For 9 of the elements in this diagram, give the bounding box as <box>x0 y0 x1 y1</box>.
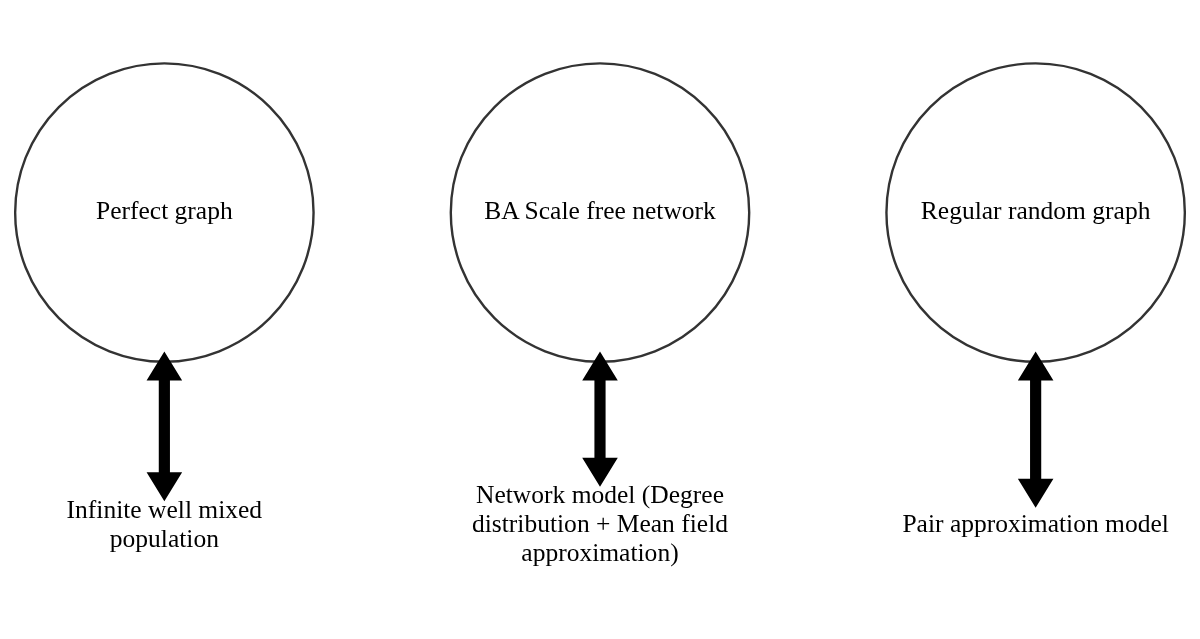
arrow <box>146 351 183 502</box>
node-circle: BA Scale free network <box>449 62 751 363</box>
node-text: Pair approximation model <box>902 509 1169 539</box>
node-circle: Regular random graph <box>885 62 1187 363</box>
arrow <box>1017 351 1054 508</box>
node-circle: Perfect graph <box>13 62 315 363</box>
arrow <box>582 351 618 487</box>
node-text: Infinite well mixed population <box>66 494 263 553</box>
node-text: Network model (Degree distribution + Mean field approximation) <box>471 480 729 567</box>
